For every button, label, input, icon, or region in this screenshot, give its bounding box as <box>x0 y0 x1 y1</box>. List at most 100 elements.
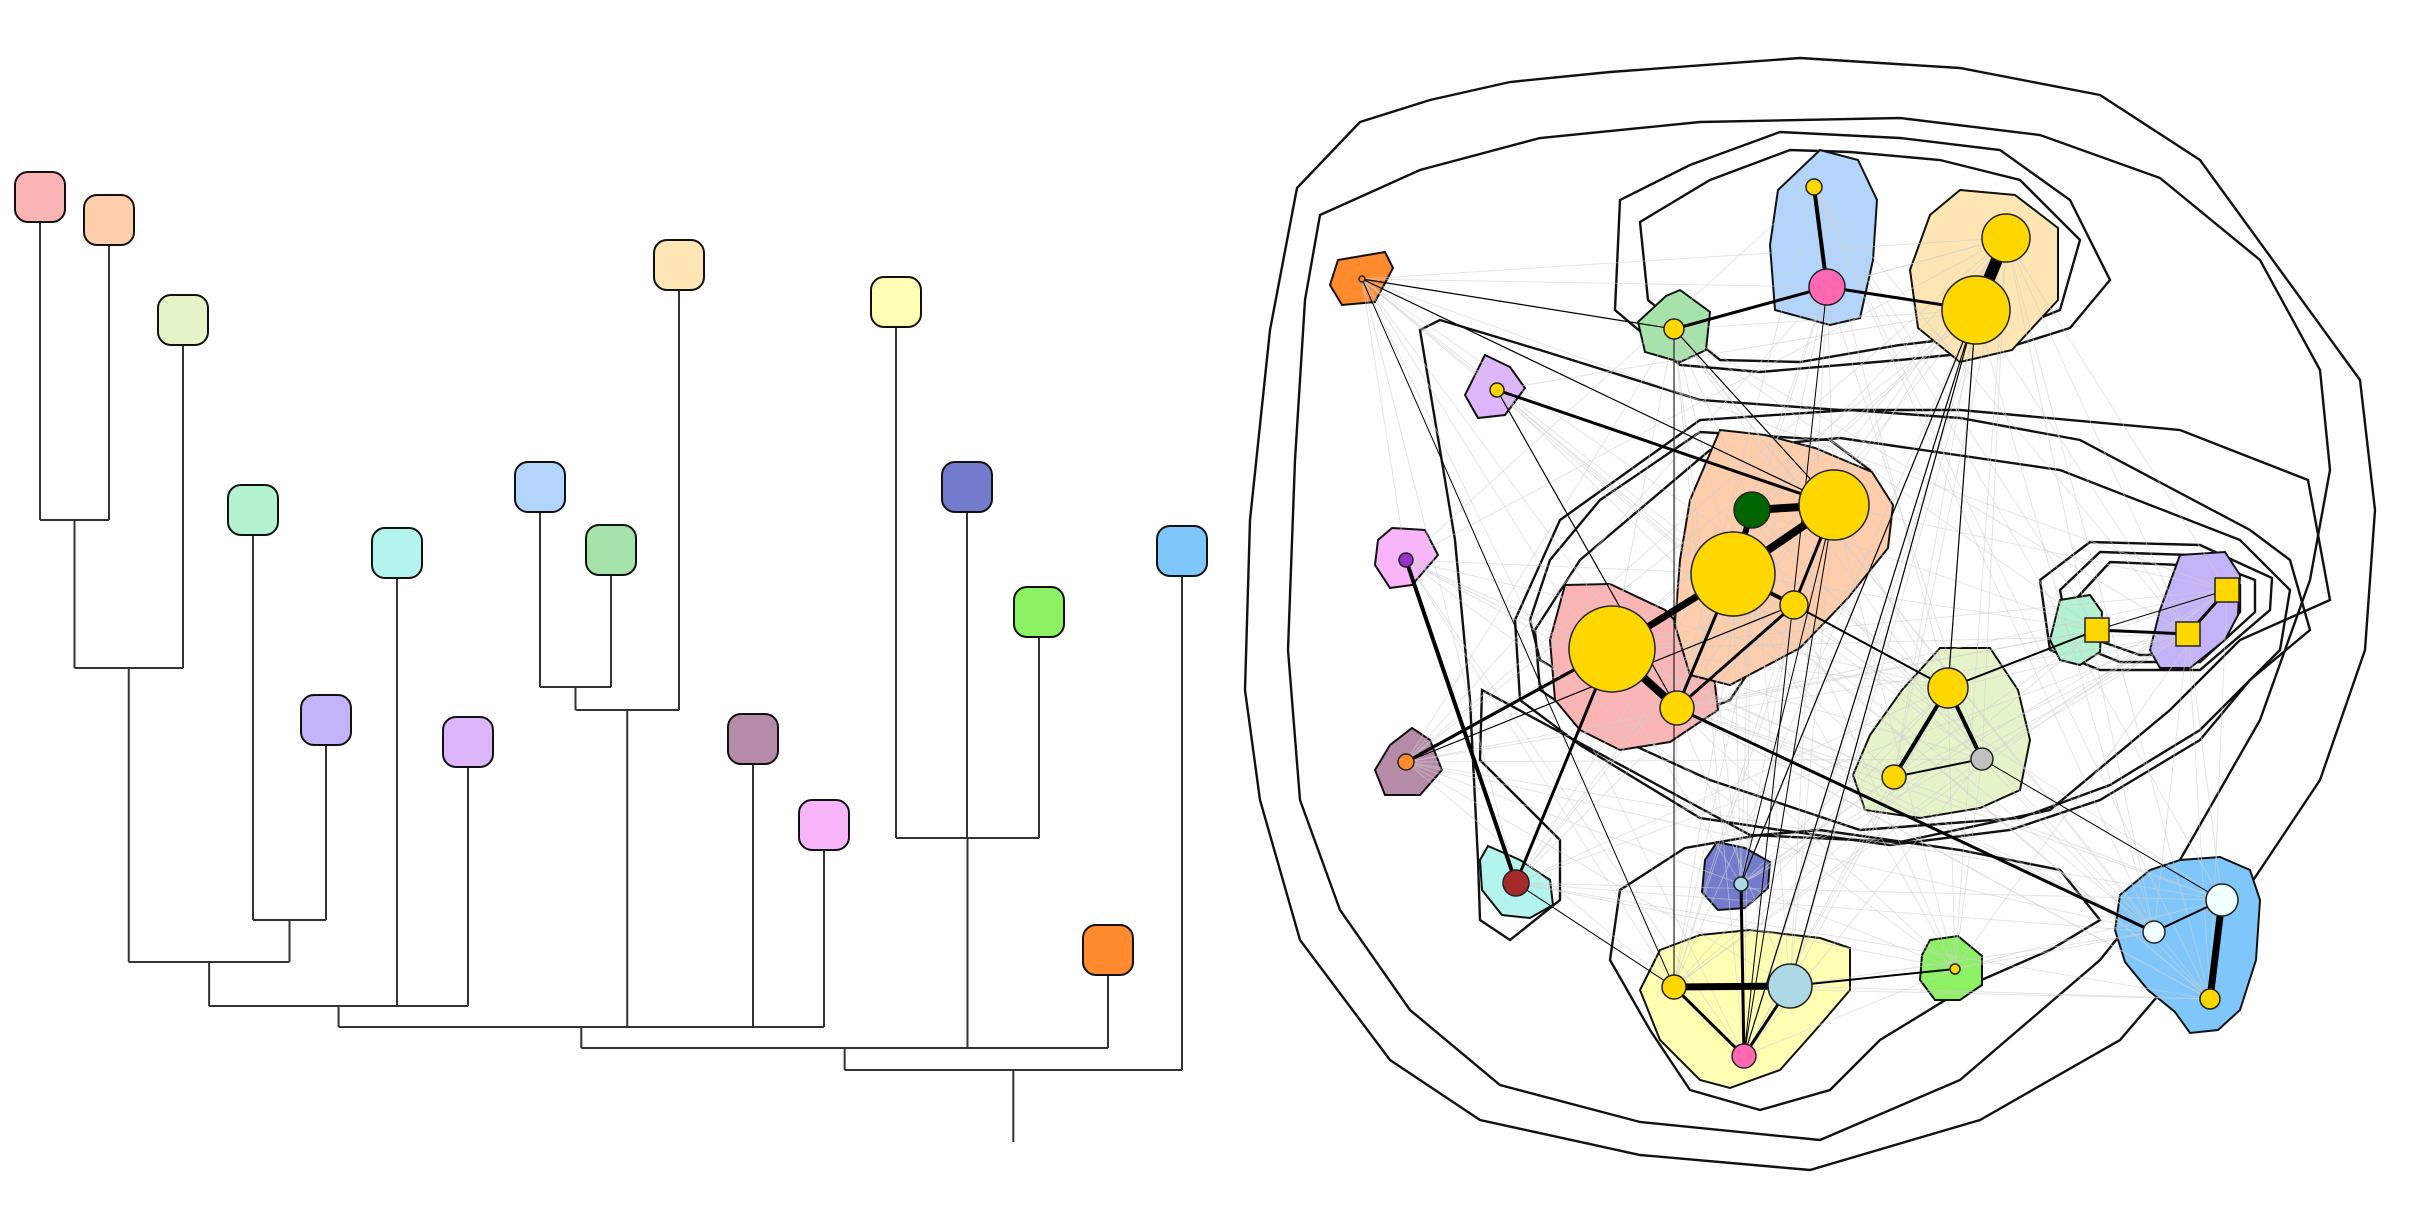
node-n19 <box>1927 667 1969 709</box>
node-n27 <box>1949 963 1961 975</box>
hierarchy-contour-1 <box>1243 56 2377 1172</box>
background-edge <box>1813 186 2189 635</box>
background-edge <box>1611 648 2155 933</box>
background-edge <box>1405 559 2155 933</box>
background-edge <box>1611 328 1675 650</box>
background-edge <box>1813 186 2211 1000</box>
background-edge <box>1673 604 1795 988</box>
background-edge <box>1676 707 1895 778</box>
tree-leaf-c15 <box>1013 586 1065 638</box>
background-edge <box>1954 758 1983 970</box>
tree-leaf-c5 <box>300 694 352 746</box>
background-edge <box>1611 589 2228 650</box>
edge-n4-n26 <box>1743 286 1828 1057</box>
background-edge <box>1732 573 1956 970</box>
tree-leaf-c14 <box>941 461 993 513</box>
background-edge <box>1975 309 2155 933</box>
edge-n21-n28 <box>1981 758 2223 901</box>
background-edge <box>1673 328 1956 970</box>
background-edge <box>1405 761 1742 885</box>
edge-n26-n11 <box>1743 504 1835 1057</box>
background-edge <box>1405 237 2007 561</box>
tree-leaf-c1 <box>14 171 66 223</box>
cluster-hierarchy-tree <box>14 171 1208 1142</box>
background-edge <box>2005 237 2189 635</box>
edge-n19-n16 <box>1947 629 2098 689</box>
edge-n1-n2 <box>1361 278 1675 330</box>
background-edge <box>1789 504 1835 987</box>
background-edge <box>1740 633 2189 885</box>
node-n2 <box>1663 318 1685 340</box>
background-edge <box>1947 633 2189 689</box>
background-edge <box>1975 309 2189 635</box>
background-edge <box>1751 309 1977 511</box>
background-edge <box>1789 687 1949 987</box>
node-n11 <box>1798 469 1870 541</box>
node-n16 <box>2084 617 2110 643</box>
hierarchy-contour-3 <box>1418 318 2332 942</box>
node-n30 <box>2199 988 2221 1010</box>
tree-leaf-c3 <box>157 294 209 346</box>
tree-leaf-c9 <box>585 524 637 576</box>
background-edge <box>1813 186 2098 631</box>
node-n6 <box>1941 275 2011 345</box>
node-n23 <box>1733 876 1749 892</box>
node-n4 <box>1808 268 1846 306</box>
background-edge <box>1954 931 2155 970</box>
background-edge <box>1405 286 1828 763</box>
background-edge <box>1405 559 1956 970</box>
background-edge <box>1405 559 1734 575</box>
edge-n6-n23 <box>1740 309 1977 885</box>
background-edge <box>1740 629 2098 885</box>
edge-n6-n25 <box>1789 309 1977 987</box>
background-edge <box>1676 186 1815 709</box>
edge-n1-n11 <box>1361 278 1835 506</box>
edge-n2-n11 <box>1673 328 1835 506</box>
background-edge <box>1496 309 1977 391</box>
tree-leaf-c10 <box>653 239 705 291</box>
background-edge <box>1515 882 2155 933</box>
tree-leaf-c16 <box>1082 924 1134 976</box>
background-edge <box>1954 899 2223 970</box>
background-edge <box>1676 707 2211 1000</box>
node-n5 <box>1981 213 2031 263</box>
tree-leaf-c12 <box>798 799 850 851</box>
background-edge <box>1405 309 1977 763</box>
background-edge <box>1833 504 1983 760</box>
background-edge <box>1740 589 2228 885</box>
background-edge <box>1743 237 2007 1057</box>
background-edge <box>1515 882 2223 901</box>
cluster-hull-c8 <box>1768 148 1879 327</box>
background-edge <box>1732 573 2223 901</box>
edge-n2-n4 <box>1673 285 1828 331</box>
background-edge <box>2187 633 2223 901</box>
edge-n6-n19 <box>1947 309 1977 689</box>
background-edge <box>1789 286 1828 987</box>
edge-n22-n24 <box>1515 882 1675 988</box>
background-edge <box>1673 758 1983 988</box>
tree-leaf-c8 <box>514 461 566 513</box>
background-edge <box>1361 278 1517 884</box>
tree-leaf-c7 <box>442 716 494 768</box>
background-edge <box>1833 504 1956 970</box>
node-n14 <box>1568 605 1656 693</box>
cluster-hull-c17 <box>2113 855 2262 1035</box>
background-edge <box>1826 237 2007 288</box>
edge-n8-n22 <box>1404 559 1518 884</box>
edge-n13-n19 <box>1793 604 1949 689</box>
edge-n6-n26 <box>1743 309 1977 1057</box>
background-edge <box>1743 776 1895 1057</box>
background-edge <box>1361 237 2007 280</box>
background-edge <box>1405 633 2189 763</box>
clustered-network-diagram <box>1243 56 2377 1172</box>
background-edge <box>2005 237 2155 933</box>
background-edge <box>1405 186 1815 561</box>
background-edge <box>1954 589 2228 970</box>
tree-leaf-c13 <box>870 276 922 328</box>
background-edge <box>1740 604 1795 885</box>
background-edge <box>1740 776 1895 885</box>
node-n26 <box>1731 1043 1757 1069</box>
node-n3 <box>1805 178 1823 196</box>
background-edge <box>1676 707 1791 987</box>
